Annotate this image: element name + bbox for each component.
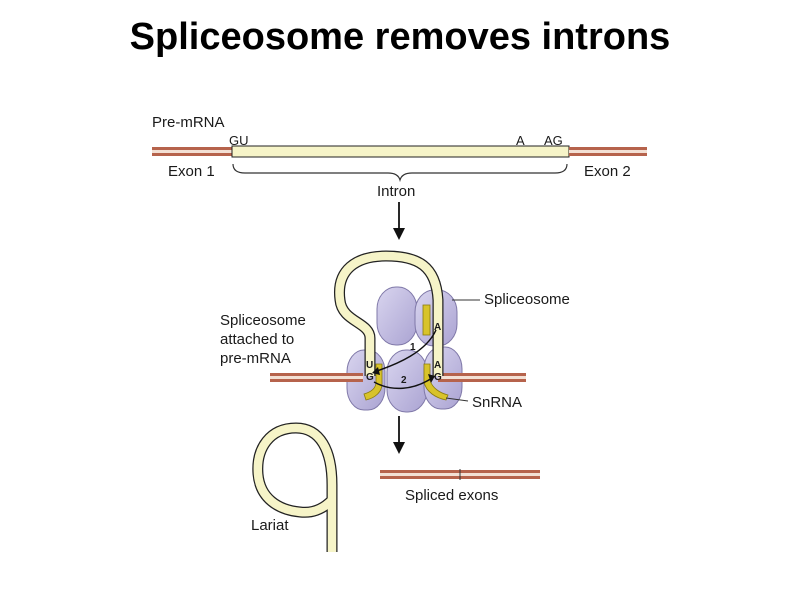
arrow-down-icon <box>393 202 405 240</box>
attached-label-line-3: pre-mRNA <box>220 350 291 367</box>
a-right-label: A <box>434 360 441 371</box>
attached-label-line-1: Spliceosome <box>220 312 306 329</box>
step-2-label: 2 <box>401 375 407 386</box>
spliced-exons-strand <box>380 469 540 480</box>
page-title: Spliceosome removes introns <box>129 16 671 58</box>
g-right-label: G <box>434 372 442 383</box>
attached-label-line-2: attached to <box>220 331 294 348</box>
pre-mrna-label: Pre-mRNA <box>152 114 225 131</box>
u-label: U <box>366 360 373 371</box>
exon-2-label: Exon 2 <box>584 163 631 180</box>
spliceosome-label: Spliceosome <box>484 291 570 308</box>
exon-1-label: Exon 1 <box>168 163 215 180</box>
step-1-label: 1 <box>410 342 416 353</box>
snrna-leader-line <box>445 397 469 402</box>
exon-strand-complex <box>270 373 526 382</box>
exon-2-strand <box>569 147 647 156</box>
reaction-arrow-2 <box>373 377 433 390</box>
g-left-label: G <box>366 372 374 383</box>
arrow-down-icon-2 <box>393 416 405 454</box>
spliceosome-complex: U G A A G 1 2 <box>270 250 526 413</box>
ag-label: AG <box>544 133 563 148</box>
reaction-arrow-1 <box>373 329 437 373</box>
spliced-exons-label: Spliced exons <box>405 487 498 504</box>
spliceosome-subunits <box>346 286 463 413</box>
intron-strand <box>231 145 570 158</box>
snrna-label: SnRNA <box>472 394 522 411</box>
gu-label: GU <box>229 133 249 148</box>
intron-brace <box>232 163 568 183</box>
branch-a-label: A <box>516 133 525 148</box>
intron-label: Intron <box>377 183 415 200</box>
exon-1-strand <box>152 147 232 156</box>
lariat-label: Lariat <box>251 517 289 534</box>
a-branch-label: A <box>434 322 441 333</box>
